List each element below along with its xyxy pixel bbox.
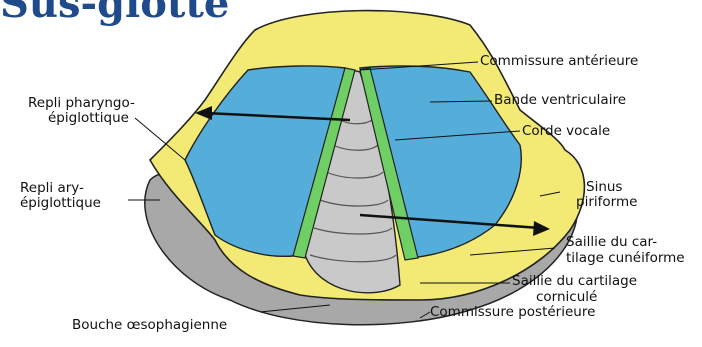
label-repli-pharyngo-1: Repli pharyngo- <box>28 96 135 111</box>
label-corde-vocale: Corde vocale <box>522 124 610 139</box>
label-saillie-corniculé-1: Saillie du cartilage <box>512 274 637 289</box>
label-repli-ary-1: Repli ary- <box>20 181 84 196</box>
label-repli-ary-2: épiglottique <box>20 196 101 211</box>
label-commissure-anterieure: Commissure antérieure <box>480 54 638 69</box>
label-bouche-oesophagienne: Bouche œsophagienne <box>72 318 227 333</box>
label-sinus-2: piriforme <box>576 195 637 210</box>
label-saillie-cuneiforme-2: tilage cunéiforme <box>566 251 685 266</box>
label-saillie-cuneiforme-1: Saillie du car- <box>566 235 657 250</box>
label-bande-ventriculaire: Bande ventriculaire <box>494 93 626 108</box>
label-sinus-1: Sinus <box>586 180 622 195</box>
label-saillie-corniculé-2: corniculé <box>536 290 597 305</box>
label-repli-pharyngo-2: épiglottique <box>48 111 129 126</box>
label-commissure-posterieure: Commissure postérieure <box>430 305 595 320</box>
